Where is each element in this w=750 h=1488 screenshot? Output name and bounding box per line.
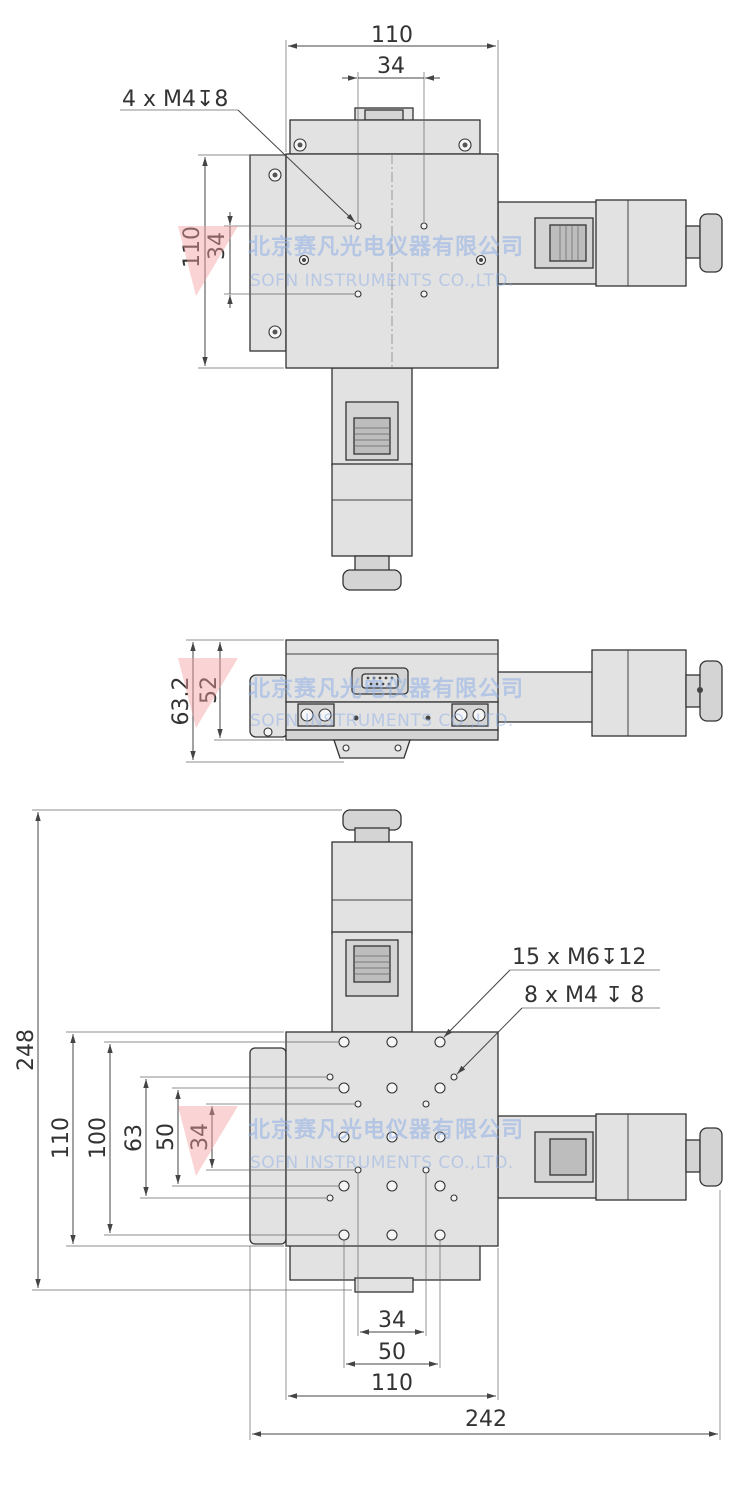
side-stepper-motor — [591, 649, 687, 737]
side-knob — [699, 660, 723, 722]
top-dim-hole-spacing-y: 34 — [205, 232, 230, 260]
watermark-en-top: SOFN INSTRUMENTS CO.,LTD. — [250, 271, 514, 291]
top-view: 110 34 4 x M4↧8 110 34 北京赛凡光电仪器有限公司 SOFN… — [120, 23, 723, 591]
bv-dim-50: 50 — [154, 1123, 179, 1151]
bv-callout-m6: 15 x M6↧12 — [512, 945, 646, 970]
side-dim-total-height: 63.2 — [169, 677, 194, 726]
bv-dim-34: 34 — [188, 1123, 213, 1151]
side-dim-body-height: 52 — [197, 676, 222, 704]
bv-dim-63: 63 — [122, 1124, 147, 1152]
bv-dim-bottom-110: 110 — [371, 1371, 413, 1396]
bottom-view: 15 x M6↧12 8 x M4 ↧ 8 248 110 100 63 50 … — [14, 809, 723, 1440]
x-knob — [699, 213, 723, 273]
side-view: 63.2 52 北京赛凡光电仪器有限公司 SOFN INSTRUMENTS CO… — [169, 639, 723, 763]
top-dim-hole-spacing-x: 34 — [377, 54, 405, 79]
bv-x-knob — [699, 1127, 723, 1187]
watermark-cn-top: 北京赛凡光电仪器有限公司 — [248, 234, 524, 260]
watermark-en-side: SOFN INSTRUMENTS CO.,LTD. — [250, 711, 514, 731]
bv-dim-100: 100 — [86, 1117, 111, 1159]
bv-dim-110: 110 — [49, 1117, 74, 1159]
bv-callout-m4: 8 x M4 ↧ 8 — [524, 983, 644, 1008]
watermark-logo-icon — [178, 226, 238, 296]
x-stepper-motor — [595, 199, 687, 287]
side-motor-arm — [495, 671, 597, 723]
watermark-en-bottom: SOFN INSTRUMENTS CO.,LTD. — [250, 1153, 514, 1173]
bv-m6-holes — [338, 1036, 446, 1241]
bv-y-knob — [342, 809, 402, 831]
bv-dim-total-height: 248 — [14, 1029, 39, 1071]
bv-dim-bottom-50: 50 — [378, 1340, 406, 1365]
bv-y-stepper-motor — [331, 841, 413, 935]
bv-dim-bottom-34: 34 — [378, 1308, 406, 1333]
side-bottom-mount — [333, 739, 411, 759]
bv-bottom-connector — [354, 1277, 414, 1293]
watermark-logo-icon-bottom — [178, 1106, 238, 1176]
top-rail-plate — [289, 119, 481, 155]
watermark-cn-side: 北京赛凡光电仪器有限公司 — [248, 676, 524, 702]
y-knob — [342, 569, 402, 591]
top-dim-width: 110 — [371, 23, 413, 48]
bv-x-stepper-motor — [595, 1113, 687, 1201]
bv-m4-holes — [326, 1073, 458, 1202]
y-stepper-motor — [331, 463, 413, 557]
bv-left-side-plate — [249, 1047, 287, 1245]
bv-bottom-rail-plate — [289, 1243, 481, 1281]
top-callout-holes: 4 x M4↧8 — [122, 87, 228, 112]
bv-dim-total-width: 242 — [465, 1407, 507, 1432]
top-dim-height: 110 — [180, 226, 205, 268]
watermark-cn-bottom: 北京赛凡光电仪器有限公司 — [248, 1117, 524, 1143]
watermark-logo-icon-side — [178, 658, 238, 728]
